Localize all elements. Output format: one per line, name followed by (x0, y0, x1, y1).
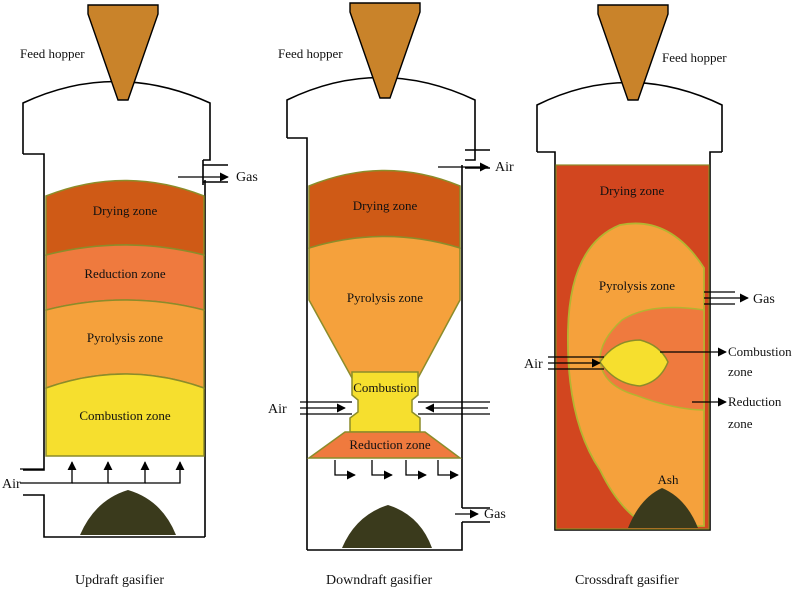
updraft-gasifier: Feed hopper Drying zone Reduction zone P… (2, 4, 258, 588)
downdraft-gasifier: Feed hopper Drying zone Pyrolysis zone C… (268, 2, 514, 588)
downdraft-flow-arrow-2 (371, 460, 393, 480)
updraft-combustion-label: Combustion zone (79, 408, 171, 423)
downdraft-hopper-label: Feed hopper (278, 46, 343, 61)
updraft-left-wall (23, 153, 45, 471)
crossdraft-combustion-zone (599, 339, 669, 387)
updraft-ash (80, 490, 176, 535)
crossdraft-ash-label: Ash (658, 472, 679, 487)
updraft-air-arrow-2 (72, 461, 113, 484)
updraft-air-arrow-main (20, 461, 77, 484)
downdraft-air-top-label: Air (495, 160, 514, 175)
crossdraft-hopper-label: Feed hopper (662, 50, 727, 65)
updraft-reduction-label: Reduction zone (84, 266, 165, 281)
updraft-air-label: Air (2, 477, 21, 492)
crossdraft-reduction-label-2: zone (728, 416, 753, 431)
downdraft-gas-label: Gas (484, 507, 506, 522)
updraft-right-wall (203, 130, 211, 161)
downdraft-drying-label: Drying zone (353, 198, 418, 213)
updraft-hopper-label: Feed hopper (20, 46, 85, 61)
updraft-air-arrow-3 (108, 461, 150, 484)
downdraft-reduction-zone (306, 431, 463, 459)
downdraft-air-side-label: Air (268, 402, 287, 417)
downdraft-left-nozzle (300, 401, 352, 415)
downdraft-left-wall (287, 137, 308, 550)
crossdraft-gas-pipe (704, 291, 735, 305)
crossdraft-caption: Crossdraft gasifier (575, 573, 679, 588)
crossdraft-gas-label: Gas (753, 292, 775, 307)
downdraft-caption: Downdraft gasifier (326, 573, 432, 588)
downdraft-right-nozzle (418, 401, 490, 415)
crossdraft-air-label: Air (524, 357, 543, 372)
updraft-combustion-zone (45, 373, 205, 457)
updraft-air-arrow-4 (145, 461, 185, 484)
updraft-bottom (23, 494, 205, 538)
updraft-hopper (87, 4, 159, 101)
updraft-pyrolysis-label: Pyrolysis zone (87, 330, 163, 345)
downdraft-ash (342, 505, 432, 548)
downdraft-flow-arrow-3 (405, 460, 427, 480)
downdraft-hopper (349, 2, 421, 99)
crossdraft-combustion-label-2: zone (728, 364, 753, 379)
crossdraft-reduction-label-1: Reduction (728, 394, 782, 409)
crossdraft-walls (537, 151, 722, 531)
updraft-right-lower-wall (202, 160, 228, 537)
updraft-gas-label: Gas (236, 170, 258, 185)
crossdraft-air-nozzle (548, 356, 604, 370)
downdraft-right-wall (307, 125, 490, 551)
downdraft-flow-arrow-4 (437, 460, 459, 480)
downdraft-combustion-label: Combustion (353, 380, 417, 395)
crossdraft-gasifier: Feed hopper Drying zone Pyrolysis zone C… (524, 4, 792, 588)
updraft-drying-label: Drying zone (93, 203, 158, 218)
crossdraft-combustion-label-1: Combustion (728, 344, 792, 359)
crossdraft-pyrolysis-label: Pyrolysis zone (599, 278, 675, 293)
downdraft-pyrolysis-label: Pyrolysis zone (347, 290, 423, 305)
downdraft-pyrolysis-zone (308, 235, 461, 379)
updraft-caption: Updraft gasifier (75, 573, 164, 588)
crossdraft-ash (628, 488, 698, 528)
downdraft-reduction-label: Reduction zone (349, 437, 430, 452)
crossdraft-drying-label: Drying zone (600, 183, 665, 198)
downdraft-flow-arrow-1 (334, 460, 356, 480)
crossdraft-hopper (597, 4, 669, 101)
